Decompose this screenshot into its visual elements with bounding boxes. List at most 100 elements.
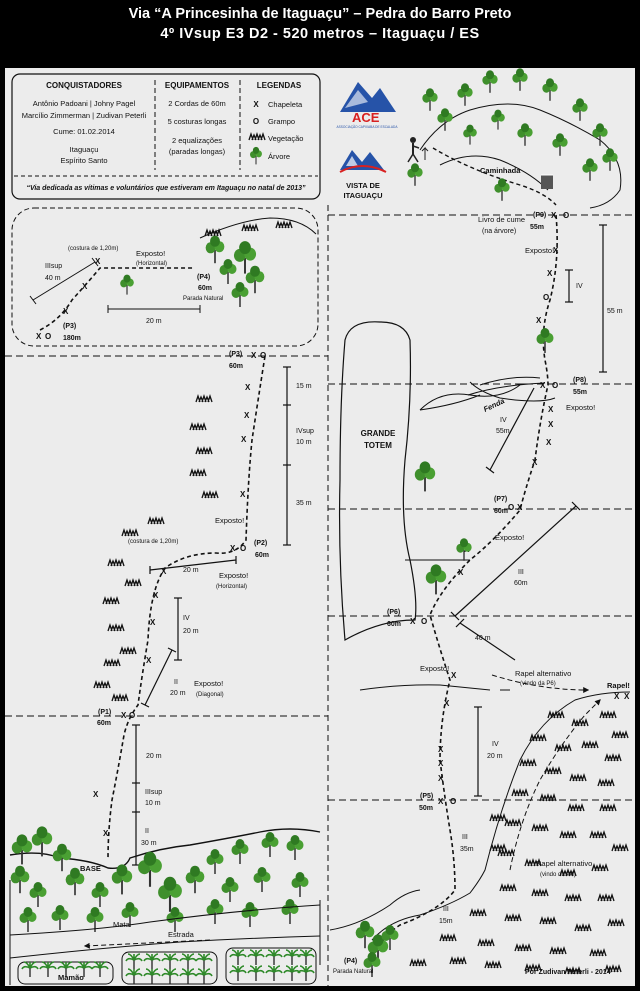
author-credit: Por Zudivan Peterli - 2014 [525, 969, 611, 976]
m40-right-label: 40 m [475, 635, 491, 642]
m55b-label: 55m [496, 428, 510, 435]
grade-ii-label: II [174, 679, 178, 686]
p5-label: (P5) [420, 793, 433, 800]
svg-text:X: X [103, 829, 109, 838]
p3-label: (P3) [229, 351, 242, 358]
rappel-alt-p6-note: (vindo da P6) [520, 681, 556, 687]
p4-right-natural: Parada Natural [333, 969, 373, 975]
equipment-3-note: (paradas longas) [169, 147, 226, 156]
grade-iii-right-c: III [443, 906, 449, 913]
summit-area: Caminhada Livro de cume (na árvore) [406, 67, 622, 235]
exposed-right-2: Exposto! [566, 403, 595, 412]
p8-length: 55m [573, 389, 587, 396]
svg-text:X: X [553, 246, 559, 255]
equipment-1: 2 Cordas de 60m [168, 99, 226, 108]
exposed-right-3: Exposto! [495, 533, 524, 542]
m15-label: 15 m [296, 383, 312, 390]
base-label: BASE [80, 864, 101, 873]
state: Espírito Santo [60, 156, 107, 165]
topo-panel [5, 68, 635, 986]
svg-text:X: X [410, 617, 416, 626]
iiisup-label: IIIsup [145, 789, 162, 796]
svg-text:X: X [95, 257, 101, 266]
svg-text:X: X [451, 671, 457, 680]
grade-iii-right-a: III [518, 569, 524, 576]
svg-text:X: X [240, 490, 246, 499]
grade-iv-right-c: IV [492, 741, 499, 748]
p2-label: (P2) [254, 540, 267, 547]
ace-logo-text: ACE [352, 110, 380, 125]
summit-date: Cume: 01.02.2014 [53, 127, 115, 136]
svg-text:X: X [540, 381, 546, 390]
svg-text:X: X [153, 591, 159, 600]
p2-length: 60m [255, 552, 269, 559]
svg-text:O: O [129, 711, 135, 720]
m10b-label: 10 m [145, 800, 161, 807]
exposed-diagonal-label: Exposto! [194, 679, 223, 688]
p6-label: (P6) [387, 609, 400, 616]
svg-text:X: X [438, 759, 444, 768]
exposed-right-1: Exposto! [525, 246, 554, 255]
svg-text:X: X [36, 332, 42, 341]
rappel-alt-p6-label: Rapel alternativo [515, 669, 571, 678]
svg-text:O: O [508, 503, 514, 512]
svg-text:X: X [438, 774, 444, 783]
m55-right-label: 55 m [607, 308, 623, 315]
dedication-text: “Via dedicada as vítimas e voluntários q… [26, 185, 306, 192]
svg-text:X: X [551, 211, 557, 220]
m35-right-label: 35m [460, 846, 474, 853]
svg-text:X: X [161, 567, 167, 576]
m15-right-label: 15m [439, 918, 453, 925]
totem-label-1: GRANDE [361, 429, 396, 438]
svg-text:X: X [548, 420, 554, 429]
p4-length: 60m [198, 285, 212, 292]
svg-text:O: O [421, 617, 427, 626]
m20e-label: 20 m [146, 753, 162, 760]
svg-text:X: X [245, 383, 251, 392]
forest-label: Mata [113, 920, 131, 929]
inset-horizontal-label: (Horizontal) [136, 261, 167, 267]
svg-text:X: X [150, 618, 156, 627]
svg-text:X: X [532, 458, 538, 467]
route-grade-line: 4º IVsup E3 D2 - 520 metros – Itaguaçu /… [160, 26, 480, 42]
p4-right-label: (P4) [344, 958, 357, 965]
p8-label: (P8) [573, 377, 586, 384]
legend-piton-symbol: O [253, 117, 259, 126]
inset-20m-label: 20 m [146, 318, 162, 325]
svg-text:O: O [563, 211, 569, 220]
m20b-label: 20 m [183, 567, 199, 574]
conquerors-line2: Marcílio Zimmerman | Zudivan Peterli [22, 111, 147, 120]
p7-length: 60m [494, 508, 508, 515]
summit-book-label: Livro de cume [478, 215, 525, 224]
exposed-horizontal-label: Exposto! [219, 571, 248, 580]
svg-text:O: O [240, 544, 246, 553]
svg-text:X: X [146, 656, 152, 665]
grade-ii-b-label: II [145, 828, 149, 835]
svg-text:X: X [458, 568, 464, 577]
svg-text:O: O [552, 381, 558, 390]
p6-length: 60m [387, 621, 401, 628]
inset-length-label: 40 m [45, 275, 61, 282]
svg-text:X: X [614, 692, 620, 701]
ace-logo-subtext: ASSOCIAÇÃO CAPIXABA DE ESCALADA [337, 124, 399, 129]
costura-label: (costura de 1,20m) [128, 539, 178, 545]
svg-text:X: X [517, 503, 523, 512]
inset-grade-label: IIIsup [45, 263, 62, 270]
pitch-level-lines [5, 214, 635, 801]
summit-book-note: (na árvore) [482, 228, 516, 235]
base-area: BASE Mata Estrada Mamão [9, 825, 321, 985]
m35-label: 35 m [296, 500, 312, 507]
conquerors-line1: Antônio Padoani | Johny Pagel [33, 99, 136, 108]
p4-natural-anchor: Parada Natural [183, 296, 223, 302]
equipment-2: 5 costuras longas [168, 117, 227, 126]
m20-right-label: 20 m [487, 753, 503, 760]
legend-vegetation-label: Vegetação [268, 134, 303, 143]
svg-text:O: O [543, 293, 549, 302]
vista-label-1: VISTA DE [346, 181, 380, 190]
papaya-label: Mamão [58, 973, 84, 982]
ivsup-label: IVsup [296, 428, 314, 435]
svg-text:O: O [260, 351, 266, 360]
svg-text:O: O [45, 332, 51, 341]
